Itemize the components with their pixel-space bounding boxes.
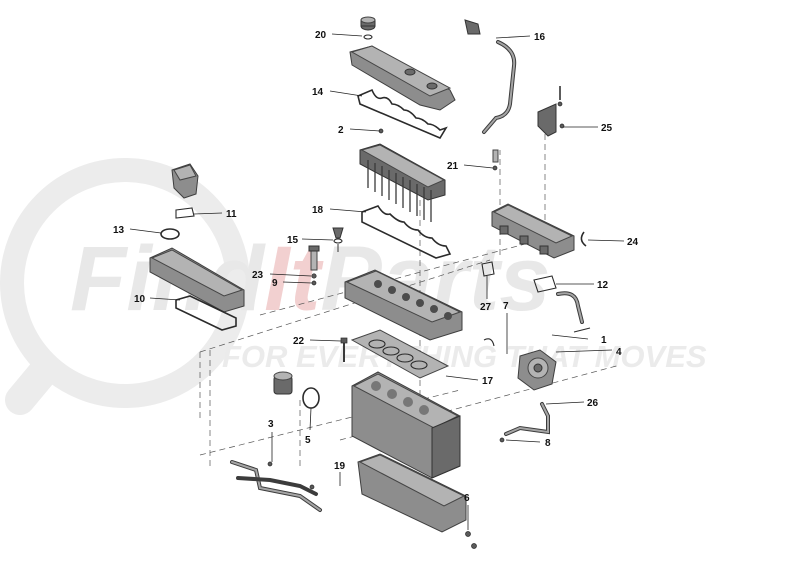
callout-19: 19 [334, 461, 346, 486]
callout-23: 23 [252, 270, 312, 281]
callout-23-label: 23 [252, 270, 264, 281]
callout-10-label: 10 [134, 294, 146, 305]
callout-13-label: 13 [113, 225, 125, 236]
callout-22: 22 [293, 336, 342, 347]
callout-25-label: 25 [601, 123, 613, 134]
callout-4-label: 4 [616, 347, 622, 358]
locating-pin [492, 149, 499, 171]
callout-1-label: 1 [601, 335, 607, 346]
rocker-cover-gasket [357, 88, 448, 140]
callout-27: 27 [480, 276, 492, 313]
svg-text:FindItParts: FindItParts [70, 228, 551, 330]
callout-2-label: 2 [338, 125, 344, 136]
callout-21-label: 21 [447, 161, 459, 172]
coolant-manifold [149, 247, 245, 313]
callout-7-label: 7 [503, 301, 509, 312]
callout-18-label: 18 [312, 205, 324, 216]
cylinder-head [344, 269, 463, 341]
rocker-cover [349, 45, 456, 111]
watermark-brand-accent: It [264, 228, 324, 330]
callout-27-label: 27 [480, 302, 492, 313]
thermostat-housing [171, 163, 199, 219]
injector-plug [332, 227, 344, 252]
callout-6: 6 [464, 493, 470, 530]
callout-12-label: 12 [597, 280, 609, 291]
callout-24-label: 24 [627, 237, 639, 248]
mounting-bracket [537, 86, 565, 137]
callout-9-label: 9 [272, 278, 278, 289]
callout-21: 21 [447, 161, 494, 172]
callout-7: 7 [503, 301, 509, 354]
callout-6-label: 6 [464, 493, 470, 504]
rocker-arm-assembly [359, 143, 446, 222]
oil-pan [357, 453, 477, 549]
callout-17: 17 [445, 375, 494, 387]
callout-3-label: 3 [268, 419, 274, 430]
engine-block [351, 371, 461, 479]
turbo-oil-drain [499, 402, 550, 443]
head-bolt [340, 337, 348, 362]
rocker-housing-gasket [361, 205, 452, 259]
callout-9: 9 [272, 278, 313, 289]
turbocharger [483, 338, 557, 391]
callout-2: 2 [338, 125, 381, 136]
callout-10: 10 [134, 294, 181, 305]
callout-20: 20 [315, 30, 363, 41]
callout-8-label: 8 [545, 438, 551, 449]
oil-cooler-pipes [230, 460, 322, 512]
callout-24: 24 [587, 237, 639, 248]
magnifier-icon [0, 158, 250, 415]
callout-15-label: 15 [287, 235, 299, 246]
oil-filler-cap [360, 16, 376, 40]
turbo-inlet-gasket [533, 275, 557, 293]
callout-11-label: 11 [226, 209, 237, 220]
manifold-gasket [175, 295, 237, 331]
flange-gasket [481, 261, 495, 277]
callout-18: 18 [312, 205, 367, 216]
o-ring [160, 228, 180, 240]
callout-19-label: 19 [334, 461, 346, 472]
oil-filter [273, 371, 320, 409]
callout-11: 11 [193, 209, 237, 220]
callout-5-label: 5 [305, 435, 311, 446]
callout-8: 8 [505, 438, 551, 449]
callout-14-label: 14 [312, 87, 324, 98]
callout-20-label: 20 [315, 30, 327, 41]
callout-13: 13 [113, 225, 162, 236]
watermark-tagline: FOR EVERYTHING THAT MOVES [222, 339, 707, 374]
exhaust-manifold [491, 203, 575, 259]
callout-15: 15 [287, 235, 334, 246]
air-intake-elbow [556, 291, 591, 333]
callout-25: 25 [563, 123, 613, 134]
breather-tube [464, 19, 517, 134]
hose-clip [580, 231, 587, 247]
callout-26-label: 26 [587, 398, 599, 409]
callout-4: 4 [555, 347, 622, 358]
fuel-injector [308, 245, 320, 286]
callout-16-label: 16 [534, 32, 546, 43]
callout-14: 14 [312, 87, 363, 98]
callout-3: 3 [268, 419, 274, 462]
callout-16: 16 [495, 32, 546, 43]
callout-5: 5 [305, 407, 312, 446]
callout-26: 26 [545, 398, 599, 409]
callout-1: 1 [551, 334, 607, 346]
callout-17-label: 17 [482, 376, 494, 387]
callout-22-label: 22 [293, 336, 305, 347]
cylinder-head-gasket [350, 329, 450, 379]
callout-12: 12 [556, 280, 609, 291]
